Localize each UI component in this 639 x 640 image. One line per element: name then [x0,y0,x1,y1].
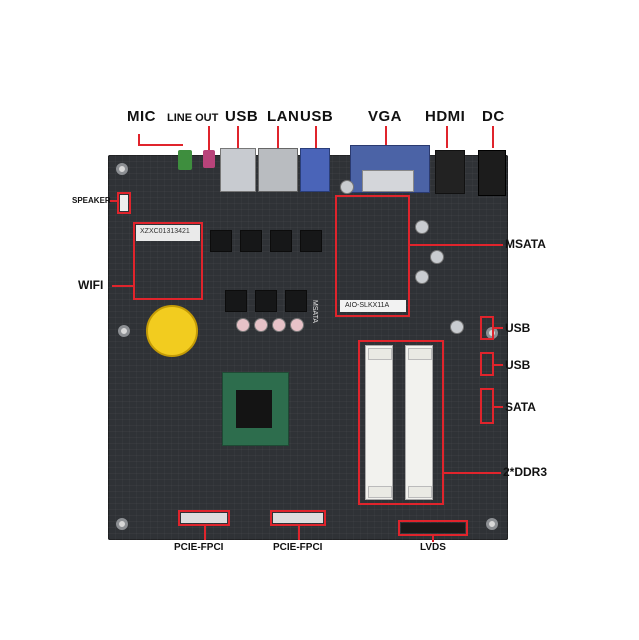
cpu-die [236,390,272,428]
mount-hole [486,518,498,530]
label-lan: LAN [267,108,300,125]
label-wifi: WIFI [78,278,104,292]
ddr3-highlight [358,340,444,505]
model-label [340,300,406,312]
mount-hole [116,163,128,175]
inductor [240,230,262,252]
leader-pcie2 [298,526,300,540]
leader-lvds [432,536,434,542]
ddr3-slot-1 [365,345,393,500]
inductor [270,230,292,252]
lvds-connector [401,523,465,533]
leader-pcie1 [204,526,206,540]
label-usb-right-1: USB [505,321,531,335]
pcie-fpci-2-connector [273,513,323,523]
capacitor [290,318,304,332]
hdmi-port [435,150,465,194]
leader-usb1 [237,126,239,148]
label-pcie-fpci-2: PCIE-FPCI [273,542,323,553]
label-hdmi: HDMI [425,108,466,125]
leader-usb-r1 [494,327,503,329]
leader-usb-r2 [494,364,503,366]
label-ddr3: 2*DDR3 [503,465,548,479]
inductor [285,290,307,312]
leader-wifi [112,285,134,287]
ddr3-slot-2 [405,345,433,500]
leader-vga [385,126,387,146]
msata-highlight [335,195,410,317]
msata-silk: MSATA [311,300,318,324]
capacitor [272,318,286,332]
vga-connector-metal [362,170,414,192]
leader-lineout [208,126,210,150]
audio-jack-mic [178,150,192,170]
motherboard [108,155,508,540]
wifi-slot-text: XZXC01313421 [140,228,190,235]
cmos-battery [146,305,198,357]
usb-header-1-highlight [480,316,494,340]
inductor [210,230,232,252]
label-speaker: SPEAKER [72,196,111,205]
pcie-fpci-1-highlight [178,510,230,526]
leader-msata [410,244,503,246]
usb-header-2-highlight [480,352,494,376]
leader-dc [492,126,494,148]
label-mic: MIC [127,108,156,125]
lvds-highlight [398,520,468,536]
lan-port [258,148,298,192]
dc-jack [478,150,506,196]
label-usb-top-2: USB [300,108,334,125]
wifi-slot [136,225,200,241]
speaker-highlight [117,192,131,214]
label-line-out: LINE OUT [167,112,219,124]
capacitor [430,250,444,264]
leader-hdmi [446,126,448,148]
speaker-connector [120,195,128,211]
capacitor [340,180,354,194]
label-usb-top-1: USB [225,108,259,125]
model-text: AIO-SLKX11A [345,302,390,309]
label-sata: SATA [505,400,536,414]
capacitor [450,320,464,334]
label-vga: VGA [368,108,403,125]
label-msata: MSATA [505,237,546,251]
leader-ddr3 [444,472,501,474]
capacitor [415,270,429,284]
capacitor [254,318,268,332]
label-usb-right-2: USB [505,358,531,372]
mount-hole [116,518,128,530]
pcie-fpci-1-connector [181,513,227,523]
mount-hole [118,325,130,337]
label-pcie-fpci-1: PCIE-FPCI [174,542,224,553]
usb-stack-1 [220,148,256,192]
inductor [300,230,322,252]
capacitor [236,318,250,332]
leader-lan [277,126,279,148]
sata-highlight [480,388,494,424]
capacitor [415,220,429,234]
leader-sata [494,406,503,408]
leader-usb2 [315,126,317,148]
leader-speaker [110,200,118,202]
leader-mic-h [138,144,183,146]
pcie-fpci-2-highlight [270,510,326,526]
label-lvds: LVDS [420,542,446,553]
inductor [225,290,247,312]
usb-stack-2 [300,148,330,192]
inductor [255,290,277,312]
label-dc: DC [482,108,505,125]
audio-jack-lineout [203,150,215,168]
leader-mic [138,134,140,146]
wifi-highlight [133,222,203,300]
